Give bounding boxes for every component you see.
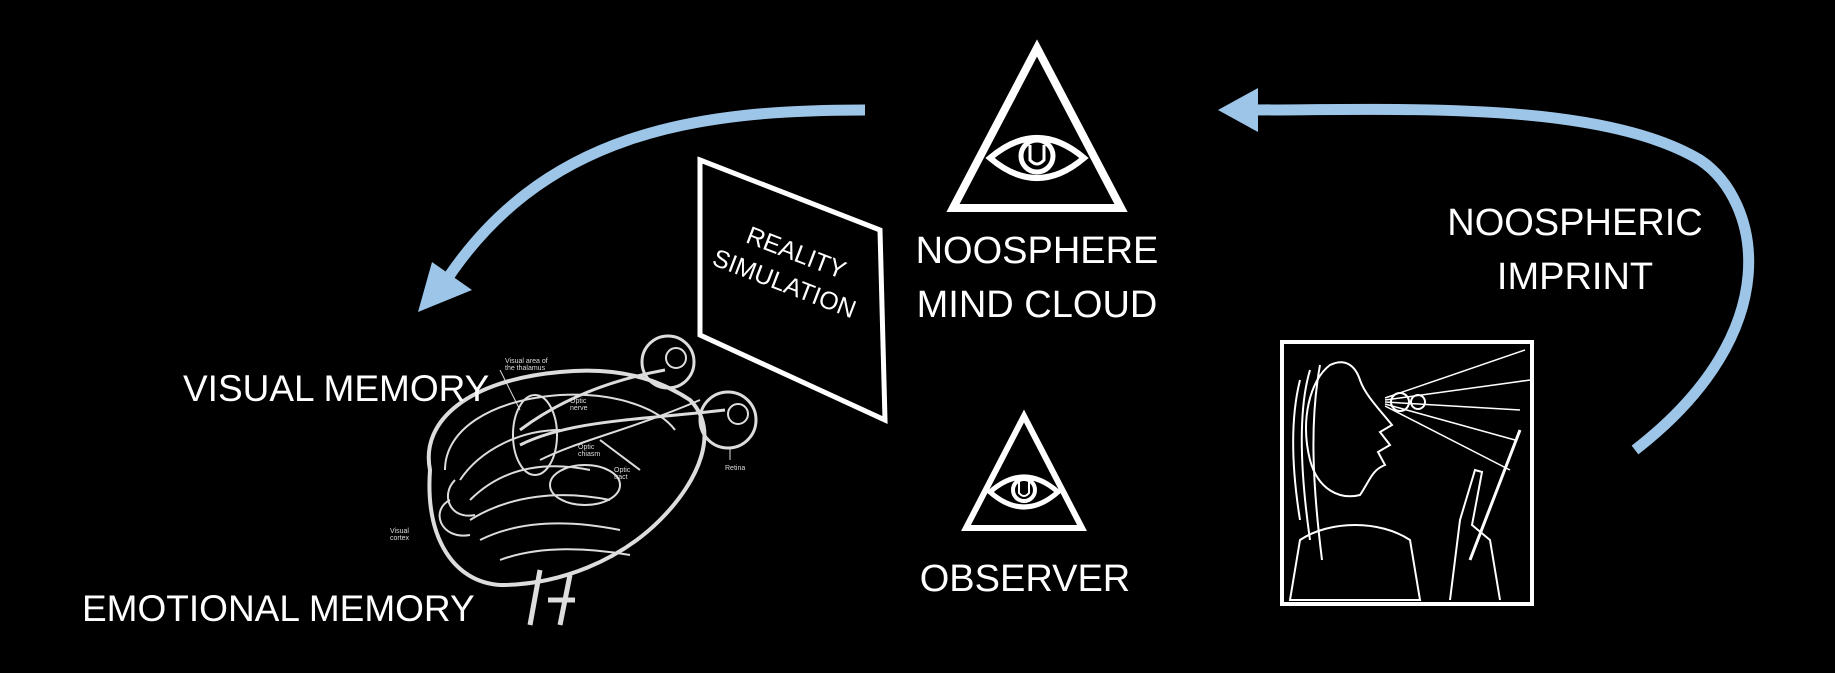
noospheric-imprint-line2: IMPRINT: [1496, 256, 1654, 298]
brain-visual-pathway-illustration: [426, 334, 758, 626]
flow-arrow-to-noosphere: [1249, 103, 1755, 455]
flow-arrow-to-noosphere-head: [1218, 88, 1258, 132]
noosphere-label: NOOSPHERE MIND CLOUD: [897, 232, 1177, 324]
noosphere-label-line2: MIND CLOUD: [916, 284, 1158, 326]
annotation-visual-area: Visual area of the thalamus: [505, 358, 548, 372]
annotation-optic-chiasm: Optic chiasm: [578, 444, 601, 458]
annotation-retina: Retina: [725, 465, 746, 472]
noosphere-label-line1: NOOSPHERE: [915, 230, 1159, 272]
annotation-optic-nerve: Optic nerve: [570, 398, 588, 412]
noospheric-imprint-label: NOOSPHERIC IMPRINT: [1440, 204, 1710, 296]
flow-arrow-to-memory-head: [418, 262, 472, 312]
noospheric-imprint-line1: NOOSPHERIC: [1447, 202, 1703, 244]
mind-cloud-eye-icon: [946, 39, 1128, 212]
optics-engraving-illustration: [1280, 340, 1534, 606]
reality-screen-frame: [697, 156, 888, 424]
visual-memory-label: VISUAL MEMORY: [183, 368, 490, 409]
emotional-memory-label: EMOTIONAL MEMORY: [82, 588, 475, 629]
annotation-optic-tract: Optic tract: [614, 467, 631, 481]
flow-arrow-to-memory: [435, 104, 866, 293]
observer-label: OBSERVER: [919, 558, 1131, 600]
annotation-visual-cortex: Visual cortex: [390, 528, 410, 542]
observer-eye-icon: [961, 409, 1087, 531]
